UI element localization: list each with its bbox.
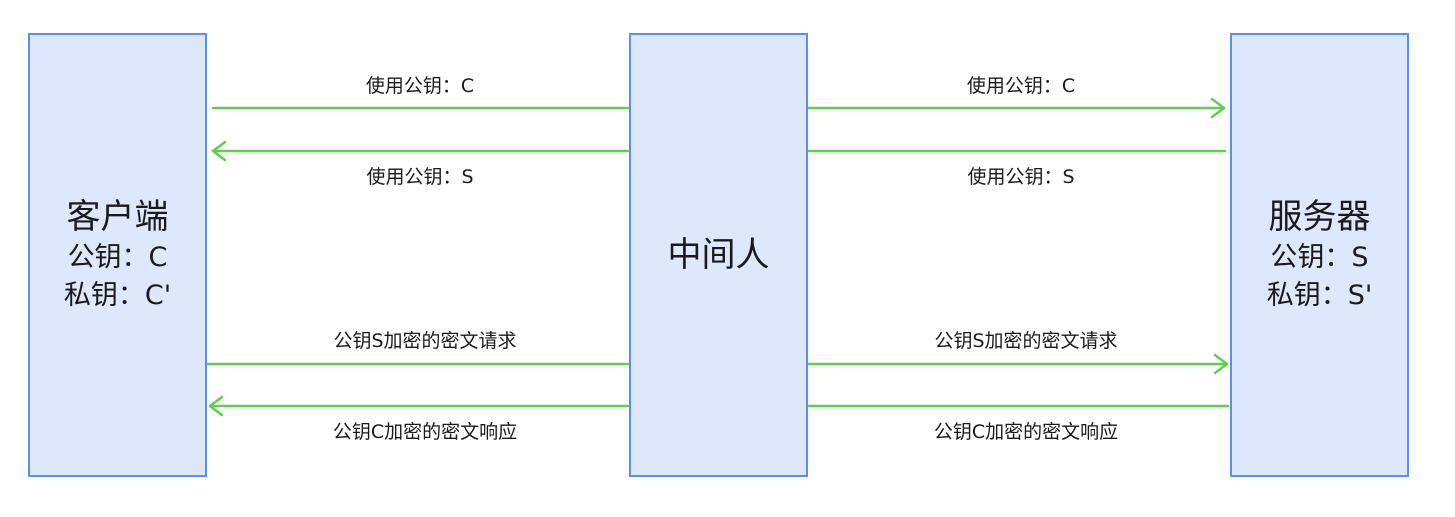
server-box: 服务器 公钥：S 私钥：S'	[1230, 33, 1409, 477]
label-right-request: 公钥S加密的密文请求	[934, 330, 1118, 352]
arrowhead-right-key-c	[1210, 97, 1226, 119]
mitm-title: 中间人	[667, 235, 770, 275]
server-private-key: 私钥：S'	[1266, 280, 1373, 311]
arrowhead-left-key-s	[211, 140, 227, 162]
mitm-box: 中间人	[629, 33, 808, 477]
server-title: 服务器	[1268, 197, 1371, 237]
label-right-key-c: 使用公钥：C	[966, 75, 1076, 97]
label-right-response: 公钥C加密的密文响应	[933, 421, 1119, 443]
label-right-key-s: 使用公钥：S	[967, 166, 1075, 188]
label-left-request: 公钥S加密的密文请求	[333, 330, 517, 352]
client-title: 客户端	[66, 197, 169, 237]
label-left-response: 公钥C加密的密文响应	[332, 421, 518, 443]
label-left-key-s: 使用公钥：S	[366, 166, 474, 188]
server-public-key: 公钥：S	[1270, 242, 1369, 273]
client-private-key: 私钥：C'	[63, 280, 172, 311]
arrowhead-left-response	[208, 395, 224, 417]
client-box: 客户端 公钥：C 私钥：C'	[28, 33, 207, 477]
arrowhead-right-request	[1213, 353, 1229, 375]
label-left-key-c: 使用公钥：C	[365, 75, 475, 97]
client-public-key: 公钥：C	[67, 242, 168, 273]
